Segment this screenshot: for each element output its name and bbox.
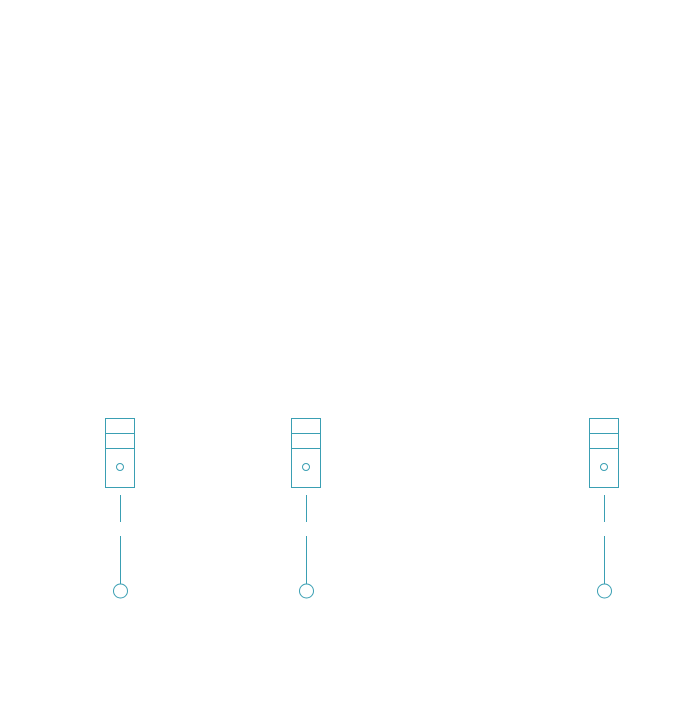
connection-endpoint-circle	[113, 583, 128, 599]
server-case	[589, 418, 619, 488]
server-3-node	[589, 418, 619, 599]
server-tower-icon	[105, 418, 135, 488]
server-case	[105, 418, 135, 488]
server-2-node	[291, 418, 321, 599]
server-1-node	[105, 418, 135, 599]
connection-endpoint-circle	[299, 583, 314, 599]
server-tower-icon	[291, 418, 321, 488]
connection-endpoint-circle	[597, 583, 612, 599]
server-case	[291, 418, 321, 488]
server-tower-icon	[589, 418, 619, 488]
server-power-button	[302, 463, 310, 471]
server-power-button	[600, 463, 608, 471]
server-power-button	[116, 463, 124, 471]
